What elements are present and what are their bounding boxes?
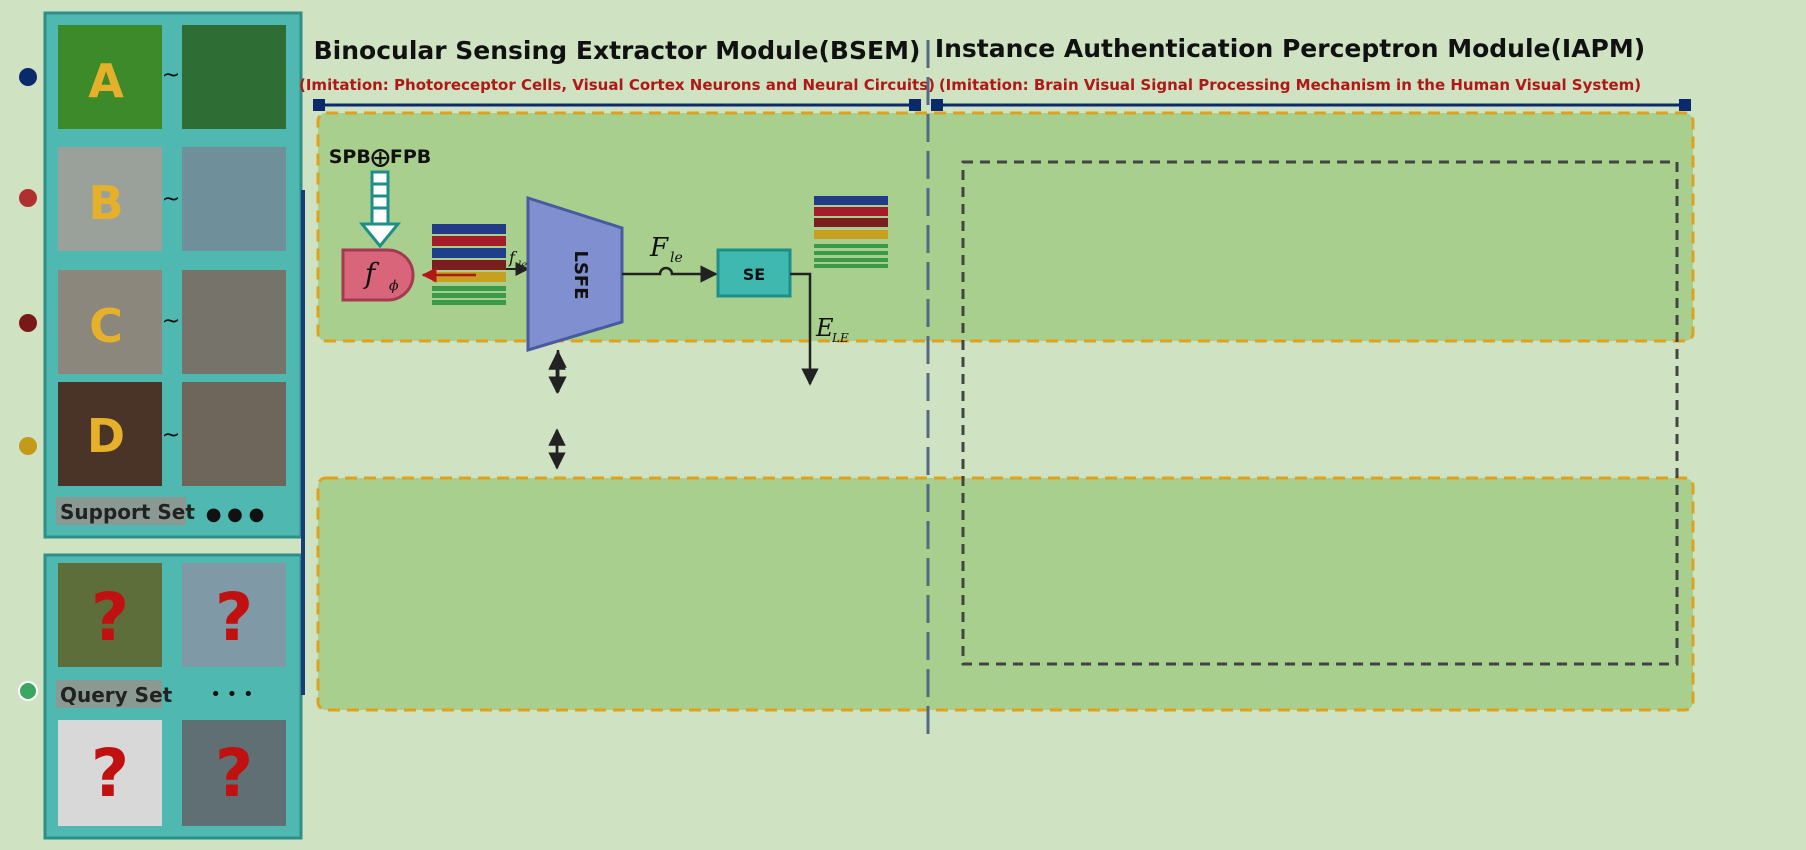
tilde-d: ~ (162, 423, 180, 448)
support-image-a (58, 25, 162, 129)
support-image-d2 (182, 382, 286, 486)
query-mark-4: ? (215, 735, 253, 812)
left-F-sub: le (670, 250, 683, 266)
support-image-c (58, 270, 162, 374)
dot-red (19, 189, 37, 207)
query-mark-3: ? (91, 735, 129, 812)
dot-maroon (19, 314, 37, 332)
left-feat-f: f (508, 248, 518, 267)
left-input-arrow (358, 170, 402, 249)
bsem-title: Binocular Sensing Extractor Module(BSEM) (314, 36, 921, 65)
query-image-4 (182, 720, 286, 826)
query-mark-2: ? (215, 579, 253, 656)
iapm-subtitle: (Imitation: Brain Visual Signal Processi… (939, 76, 1641, 94)
left-F: F (649, 233, 669, 263)
support-image-c2 (182, 270, 286, 374)
query-set-label: Query Set (60, 683, 173, 707)
query-set-panel: ? ? Query Set • • • ? ? (43, 553, 303, 840)
query-image-1 (58, 563, 162, 667)
left-E: E (815, 314, 834, 342)
support-letter-c: C (89, 299, 123, 353)
left-eye-region (316, 111, 1695, 343)
support-dots: ● ● ● (206, 504, 265, 525)
support-image-b2 (182, 147, 286, 251)
right-eye-region (316, 476, 1695, 712)
lsfe-block (526, 195, 624, 353)
query-mark-1: ? (91, 579, 129, 656)
dot-gold (19, 437, 37, 455)
query-image-2 (182, 563, 286, 667)
left-se-output-stack (814, 196, 888, 268)
left-se-label: SE (743, 265, 765, 284)
support-letter-a: A (88, 54, 124, 108)
left-input-label: SPB⨁FPB (329, 146, 431, 168)
tilde-c: ~ (162, 309, 180, 334)
query-image-3 (58, 720, 162, 826)
support-letter-d: D (87, 409, 125, 463)
dot-green (18, 681, 38, 701)
left-E-sub: LE (831, 331, 849, 345)
bsem-subtitle: (Imitation: Photoreceptor Cells, Visual … (299, 76, 935, 94)
tilde-a: ~ (162, 63, 180, 88)
lsfe-label: LSFE (570, 250, 591, 299)
left-encoder (341, 248, 415, 302)
iapm-title: Instance Authentication Perceptron Modul… (935, 34, 1645, 63)
iapm-inner-box (961, 160, 1679, 666)
tilde-b: ~ (162, 187, 180, 212)
support-set-label: Support Set (60, 500, 195, 524)
support-image-a2 (182, 25, 286, 129)
support-letter-b: B (88, 176, 123, 230)
support-image-b (58, 147, 162, 251)
support-image-d (58, 382, 162, 486)
left-feature-stack (432, 224, 506, 305)
dot-navy (19, 68, 37, 86)
left-encoder-sub: ϕ (389, 278, 399, 294)
support-set-panel: A ~ B ~ C ~ D ~ Support Set ● ● ● (43, 11, 303, 539)
query-dots: • • • (210, 684, 253, 705)
